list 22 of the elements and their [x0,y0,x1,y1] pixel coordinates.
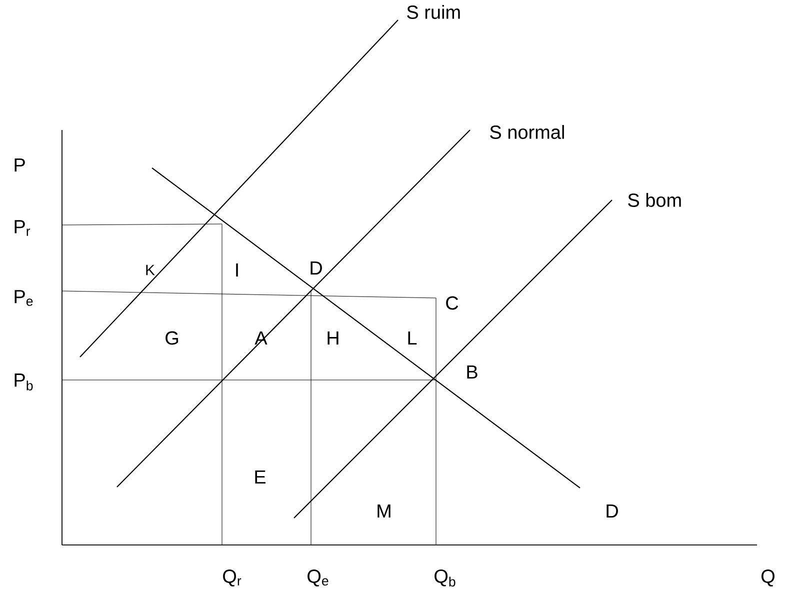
axis-label: P [14,158,25,172]
curve-label: S normal [490,125,564,139]
area-label: M [378,504,390,518]
curve-label: D [606,504,618,518]
axis-label: P$_{b}$ [14,374,33,390]
point-label: B [467,365,478,379]
axis-label: P$_{e}$ [14,290,33,306]
axis-label: Q$_{b}$ [434,569,456,587]
axis-label: Q$_{r}$ [223,570,242,586]
curve-label: S ruim [407,5,460,19]
curve-label: S bom [628,193,681,207]
area-label: K [146,264,155,276]
area-label: L [408,331,417,345]
point-label: D [310,261,322,275]
area-label: I [236,263,238,277]
area-label: E [255,470,266,484]
axis-label: P$_{r}$ [14,220,30,236]
axis-label: Q [762,570,774,586]
point-label: C [446,296,458,310]
axis-label: Q$_{e}$ [308,570,328,586]
area-label: H [328,331,338,345]
area-label: G [166,331,178,345]
